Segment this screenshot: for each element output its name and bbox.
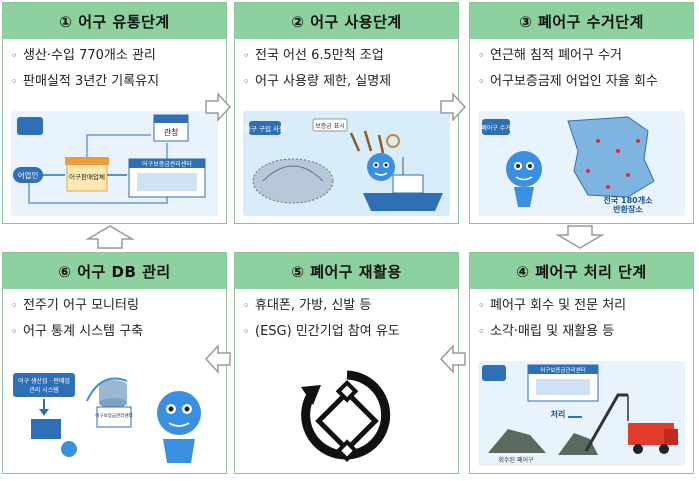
bullet-item: ◦폐어구 회수 및 전문 처리 (478, 298, 627, 313)
bullet-list: ◦휴대폰, 가방, 신발 등 ◦(ESG) 민간기업 참여 유도 (235, 289, 458, 345)
bullet-list: ◦폐어구 회수 및 전문 처리 ◦소각·매립 및 재활용 등 (470, 289, 693, 345)
bullet-item: ◦판매실적 3년간 기록유지 (11, 74, 160, 89)
step-card-1: ① 어구 유통단계 ◦생산·수입 770개소 관리 ◦판매실적 3년간 기록유지… (2, 2, 227, 224)
collection-map-illustration: 폐어구 수거 전국 180개소 반환장소 (478, 111, 685, 216)
process-label: 처리 (551, 409, 566, 419)
dealer-label: 어구판매업체 (69, 172, 105, 181)
bullet-item: ◦연근해 침적 폐어구 수거 (478, 48, 622, 63)
step-title: ③ 폐어구 수거단계 (470, 3, 693, 39)
step-card-3: ③ 폐어구 수거단계 ◦연근해 침적 폐어구 수거 ◦어구보증금제 어업인 자율… (469, 2, 694, 224)
recycle-icon (297, 365, 397, 465)
distribution-illustration: 관청 어업인 어구판매업체 어구보증금관리센터 (11, 111, 218, 216)
step-card-4: ④ 폐어구 처리 단계 ◦폐어구 회수 및 전문 처리 ◦소각·매립 및 재활용… (469, 252, 694, 474)
step-title: ⑤ 폐어구 재활용 (235, 253, 458, 289)
step-card-2: ② 어구 사용단계 ◦전국 어선 6.5만척 조업 ◦어구 사용량 제한, 실명… (234, 2, 459, 224)
step-card-5: ⑤ 폐어구 재활용 ◦휴대폰, 가방, 신발 등 ◦(ESG) 민간기업 참여 … (234, 252, 459, 474)
fishing-illustration: 어구 구입 사용 보증금 표시 (243, 111, 450, 216)
system-label-2: 관리 시스템 (29, 386, 59, 394)
collection-tag: 폐어구 수거 (481, 124, 511, 132)
step-card-6: ⑥ 어구 DB 관리 ◦전주기 어구 모니터링 ◦어구 통계 시스템 구축 어구… (2, 252, 227, 474)
bullet-item: ◦어구 사용량 제한, 실명제 (243, 74, 392, 89)
deposit-label: 보증금 표시 (315, 123, 345, 130)
agency-label: 관청 (164, 127, 179, 137)
bullet-item: ◦소각·매립 및 재활용 등 (478, 324, 615, 339)
database-illustration: 어구 생산업 · 판매업 관리 시스템 어구보증금관리센터 (11, 361, 218, 466)
bullet-list: ◦연근해 침적 폐어구 수거 ◦어구보증금제 어업인 자율 회수 (470, 39, 693, 95)
fisher-label: 어업인 (18, 170, 39, 180)
bullet-list: ◦전국 어선 6.5만척 조업 ◦어구 사용량 제한, 실명제 (235, 39, 458, 95)
return-count: 전국 180개소 (604, 195, 654, 205)
bullet-item: ◦생산·수입 770개소 관리 (11, 48, 156, 63)
step-title: ⑥ 어구 DB 관리 (3, 253, 226, 289)
return-place: 반환장소 (613, 204, 643, 214)
db-center-label: 어구보증금관리센터 (95, 412, 132, 419)
arrow-left-icon (440, 344, 466, 374)
bullet-item: ◦전주기 어구 모니터링 (11, 298, 139, 313)
bullet-list: ◦전주기 어구 모니터링 ◦어구 통계 시스템 구축 (3, 289, 226, 345)
bullet-list: ◦생산·수입 770개소 관리 ◦판매실적 3년간 기록유지 (3, 39, 226, 95)
bullet-item: ◦(ESG) 민간기업 참여 유도 (243, 324, 400, 339)
disposal-center-label: 어구보증금관리센터 (540, 366, 586, 374)
arrow-up-icon (86, 225, 134, 249)
disposal-illustration: 어구보증금관리센터 처리 회수된 폐어구 (478, 361, 685, 466)
usage-tag: 어구 구입 사용 (245, 124, 285, 133)
bullet-item: ◦어구 통계 시스템 구축 (11, 324, 144, 339)
arrow-left-icon (205, 344, 231, 374)
system-label-1: 어구 생산업 · 판매업 (18, 377, 70, 385)
step-title: ① 어구 유통단계 (3, 3, 226, 39)
arrow-right-icon (440, 92, 466, 122)
step-title: ② 어구 사용단계 (235, 3, 458, 39)
arrow-down-icon (556, 225, 604, 249)
arrow-right-icon (205, 92, 231, 122)
center-label: 어구보증금관리센터 (142, 160, 192, 168)
bullet-item: ◦휴대폰, 가방, 신발 등 (243, 298, 372, 313)
step-title: ④ 폐어구 처리 단계 (470, 253, 693, 289)
bullet-item: ◦어구보증금제 어업인 자율 회수 (478, 74, 658, 89)
pile-label: 회수된 폐어구 (498, 456, 534, 464)
bullet-item: ◦전국 어선 6.5만척 조업 (243, 48, 384, 63)
